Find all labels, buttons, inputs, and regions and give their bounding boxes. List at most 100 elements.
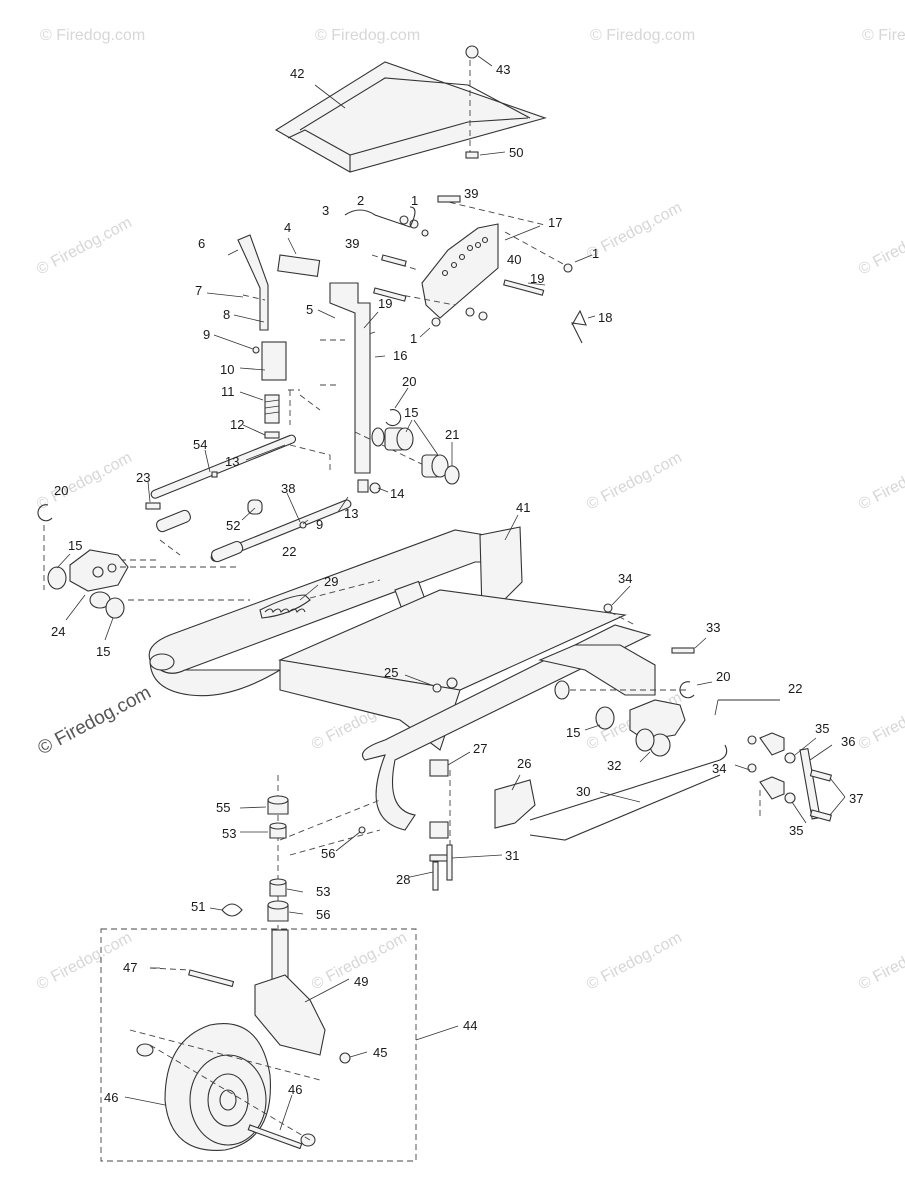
callout-1: 1: [592, 246, 599, 261]
callout-35: 35: [789, 823, 803, 838]
callout-15: 15: [404, 405, 418, 420]
right-bracket-hardware: [734, 732, 846, 824]
callout-5: 5: [306, 302, 313, 317]
watermark-text: © Firedog.com: [862, 27, 905, 44]
callout-7: 7: [195, 283, 202, 298]
callout-24: 24: [51, 624, 65, 639]
callout-16: 16: [393, 348, 407, 363]
callout-45: 45: [373, 1045, 387, 1060]
callout-13: 13: [344, 506, 358, 521]
callout-1: 1: [410, 331, 417, 346]
watermark-text: © Firedog.com: [34, 214, 135, 278]
callout-47: 47: [123, 960, 137, 975]
watermark-text: © Firedog.com: [584, 929, 685, 993]
callout-41: 41: [516, 500, 530, 515]
callout-53: 53: [222, 826, 236, 841]
callout-9: 9: [316, 517, 323, 532]
callout-39: 39: [464, 186, 478, 201]
callout-33: 33: [706, 620, 720, 635]
callout-50: 50: [509, 145, 523, 160]
callout-44: 44: [463, 1018, 477, 1033]
watermark-text: © Firedog.com: [856, 689, 905, 753]
callout-15: 15: [566, 725, 580, 740]
callout-28: 28: [396, 872, 410, 887]
callout-15: 15: [68, 538, 82, 553]
callout-38: 38: [281, 481, 295, 496]
callout-31: 31: [505, 848, 519, 863]
callout-9: 9: [203, 327, 210, 342]
callout-2: 2: [357, 193, 364, 208]
watermark-text: © Firedog.com: [856, 214, 905, 278]
callout-3: 3: [322, 203, 329, 218]
lever-assembly: [206, 234, 386, 474]
callout-56: 56: [321, 846, 335, 861]
caster-parts: [209, 775, 381, 940]
callout-36: 36: [841, 734, 855, 749]
right-linkage: [529, 585, 780, 841]
callout-40: 40: [507, 252, 521, 267]
upper-bushings: [354, 387, 460, 485]
caster-assembly-box: [100, 928, 459, 1162]
callout-25: 25: [384, 665, 398, 680]
callout-27: 27: [473, 741, 487, 756]
center-bracket-hardware: [404, 674, 536, 891]
callout-53: 53: [316, 884, 330, 899]
callout-6: 6: [198, 236, 205, 251]
watermark-text: © Firedog.com: [315, 27, 420, 44]
callout-43: 43: [496, 62, 510, 77]
callout-29: 29: [324, 574, 338, 589]
callout-12: 12: [230, 417, 244, 432]
callout-13: 13: [225, 454, 239, 469]
callout-18: 18: [598, 310, 612, 325]
callout-34: 34: [618, 571, 632, 586]
callout-10: 10: [220, 362, 234, 377]
callout-19: 19: [378, 296, 392, 311]
callout-labels: 42 43 50 2 1 39 3 17 39 1 40 19 19 18 1 …: [51, 62, 863, 1105]
callout-34: 34: [712, 761, 726, 776]
callout-1: 1: [411, 193, 418, 208]
left-pivot-bracket: [37, 504, 250, 641]
callout-35: 35: [815, 721, 829, 736]
callout-55: 55: [216, 800, 230, 815]
callout-37: 37: [849, 791, 863, 806]
watermark-main-text: © Firedog.com: [34, 682, 154, 759]
callout-46: 46: [288, 1082, 302, 1097]
callout-30: 30: [576, 784, 590, 799]
callout-49: 49: [354, 974, 368, 989]
callout-39: 39: [345, 236, 359, 251]
callout-14: 14: [390, 486, 404, 501]
callout-26: 26: [517, 756, 531, 771]
callout-42: 42: [290, 66, 304, 81]
watermark-text: © Firedog.com: [856, 929, 905, 993]
watermark-text: © Firedog.com: [34, 929, 135, 993]
callout-20: 20: [716, 669, 730, 684]
watermark-text: © Firedog.com: [856, 449, 905, 513]
watermark-text: © Firedog.com: [40, 27, 145, 44]
callout-32: 32: [607, 758, 621, 773]
callout-22: 22: [282, 544, 296, 559]
callout-4: 4: [284, 220, 291, 235]
callout-8: 8: [223, 307, 230, 322]
callout-22: 22: [788, 681, 802, 696]
callout-54: 54: [193, 437, 207, 452]
callout-23: 23: [136, 470, 150, 485]
top-cover-part: [274, 45, 547, 173]
callout-52: 52: [226, 518, 240, 533]
callout-51: 51: [191, 899, 205, 914]
callout-56: 56: [316, 907, 330, 922]
callout-21: 21: [445, 427, 459, 442]
watermarks: © Firedog.com © Firedog.com © Firedog.co…: [34, 27, 905, 994]
callout-19: 19: [530, 271, 544, 286]
callout-46: 46: [104, 1090, 118, 1105]
callout-15: 15: [96, 644, 110, 659]
callout-11: 11: [221, 384, 235, 399]
linkage-rods: [110, 424, 389, 563]
watermark-text: © Firedog.com: [34, 449, 135, 513]
main-frame: [148, 514, 656, 831]
callout-20: 20: [54, 483, 68, 498]
watermark-text: © Firedog.com: [584, 449, 685, 513]
callout-17: 17: [548, 215, 562, 230]
watermark-text: © Firedog.com: [590, 27, 695, 44]
callout-20: 20: [402, 374, 416, 389]
